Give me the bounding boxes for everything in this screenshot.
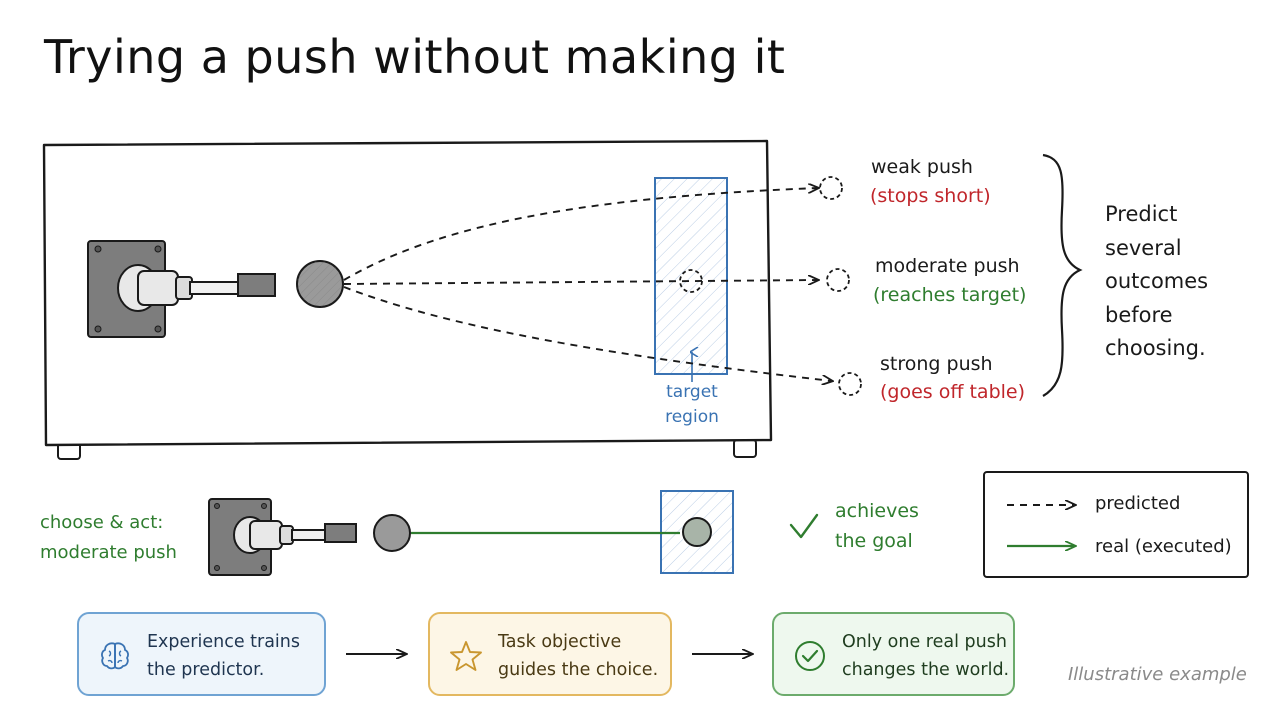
legend: predicted real (executed) bbox=[983, 471, 1249, 578]
choose-act-label: choose & act: moderate push bbox=[40, 508, 177, 568]
outcome-weak-result: (stops short) bbox=[870, 185, 991, 207]
bolt-icon bbox=[154, 325, 162, 333]
bolt-icon bbox=[261, 503, 267, 509]
moderate-push-endpoint bbox=[826, 268, 850, 292]
step-text-line: the predictor. bbox=[147, 660, 265, 680]
target-region bbox=[654, 177, 728, 382]
outcome-moderate-name: moderate push bbox=[875, 255, 1020, 277]
choose-label-line: choose & act: bbox=[40, 512, 164, 533]
step-text: Task objective guides the choice. bbox=[498, 628, 658, 684]
legend-predicted-label: predicted bbox=[1095, 493, 1181, 514]
table-top bbox=[42, 139, 773, 447]
brain-icon bbox=[101, 642, 129, 670]
choose-label-line: moderate push bbox=[40, 542, 177, 563]
bolt-icon bbox=[214, 503, 220, 509]
ball-hatch bbox=[297, 261, 343, 307]
pusher-tip bbox=[237, 273, 276, 297]
weak-push-endpoint bbox=[819, 176, 843, 200]
ball-at-target bbox=[682, 517, 712, 547]
predict-note-line: choosing. bbox=[1105, 336, 1206, 360]
predict-note-line: several bbox=[1105, 235, 1182, 260]
weak-push-trajectory bbox=[343, 188, 818, 281]
moderate-push-trajectory bbox=[343, 280, 818, 284]
outcome-strong-name: strong push bbox=[880, 353, 993, 375]
step-text-line: guides the choice. bbox=[498, 660, 659, 680]
step-text-line: Task objective bbox=[498, 632, 622, 652]
page-title: Trying a push without making it bbox=[44, 30, 786, 84]
target-ghost-ball bbox=[679, 269, 703, 293]
check-circle-icon bbox=[795, 641, 825, 671]
checkmark-icon bbox=[789, 513, 819, 539]
step-text: Experience trains the predictor. bbox=[147, 628, 300, 684]
target-label-line: region bbox=[665, 407, 719, 427]
step-text-line: Experience trains bbox=[147, 632, 301, 652]
step-text-line: Only one real push bbox=[842, 632, 1007, 652]
outcome-moderate-result: (reaches target) bbox=[873, 284, 1027, 306]
push-rod-small bbox=[291, 529, 327, 541]
target-region-label: target region bbox=[650, 380, 734, 430]
grouping-brace bbox=[1042, 153, 1083, 397]
executed-row bbox=[208, 490, 819, 576]
ball-small bbox=[373, 514, 411, 552]
predict-note-line: outcomes bbox=[1105, 269, 1209, 293]
star-icon bbox=[450, 641, 482, 671]
target-label-line: target bbox=[666, 382, 718, 402]
legend-real-label: real (executed) bbox=[1095, 536, 1232, 557]
achieves-goal-label: achieves the goal bbox=[835, 496, 919, 556]
bolt-icon bbox=[94, 325, 102, 333]
bolt-icon bbox=[214, 565, 220, 571]
step-experience: Experience trains the predictor. bbox=[77, 612, 326, 696]
predicted-trajectories bbox=[343, 176, 862, 396]
step-text-line: changes the world. bbox=[842, 660, 1010, 680]
push-rod bbox=[189, 281, 241, 295]
bolt-icon bbox=[154, 245, 162, 253]
predict-note-line: Predict bbox=[1105, 202, 1178, 226]
table bbox=[42, 139, 773, 460]
step-task-objective: Task objective guides the choice. bbox=[428, 612, 672, 696]
outcome-weak-name: weak push bbox=[871, 156, 973, 178]
arm-sleeve bbox=[137, 270, 179, 306]
bolt-icon bbox=[94, 245, 102, 253]
bolt-icon bbox=[261, 565, 267, 571]
step-text: Only one real push changes the world. bbox=[842, 628, 1009, 684]
goal-label-line: the goal bbox=[835, 530, 913, 552]
target-region-box bbox=[654, 177, 728, 375]
predict-note: Predict several outcomes before choosing… bbox=[1105, 198, 1245, 366]
gripper-arm bbox=[87, 240, 276, 338]
predict-note-line: before bbox=[1105, 302, 1173, 327]
outcome-strong-result: (goes off table) bbox=[880, 381, 1026, 403]
pusher-tip-small bbox=[324, 523, 357, 543]
strong-push-endpoint bbox=[838, 372, 862, 396]
step-real-push: Only one real push changes the world. bbox=[772, 612, 1015, 696]
arm-sleeve-small bbox=[249, 520, 283, 550]
table-leg-right bbox=[733, 439, 757, 458]
goal-label-line: achieves bbox=[835, 500, 919, 522]
strong-push-trajectory bbox=[343, 286, 832, 381]
illustrative-note: Illustrative example bbox=[1068, 664, 1247, 685]
